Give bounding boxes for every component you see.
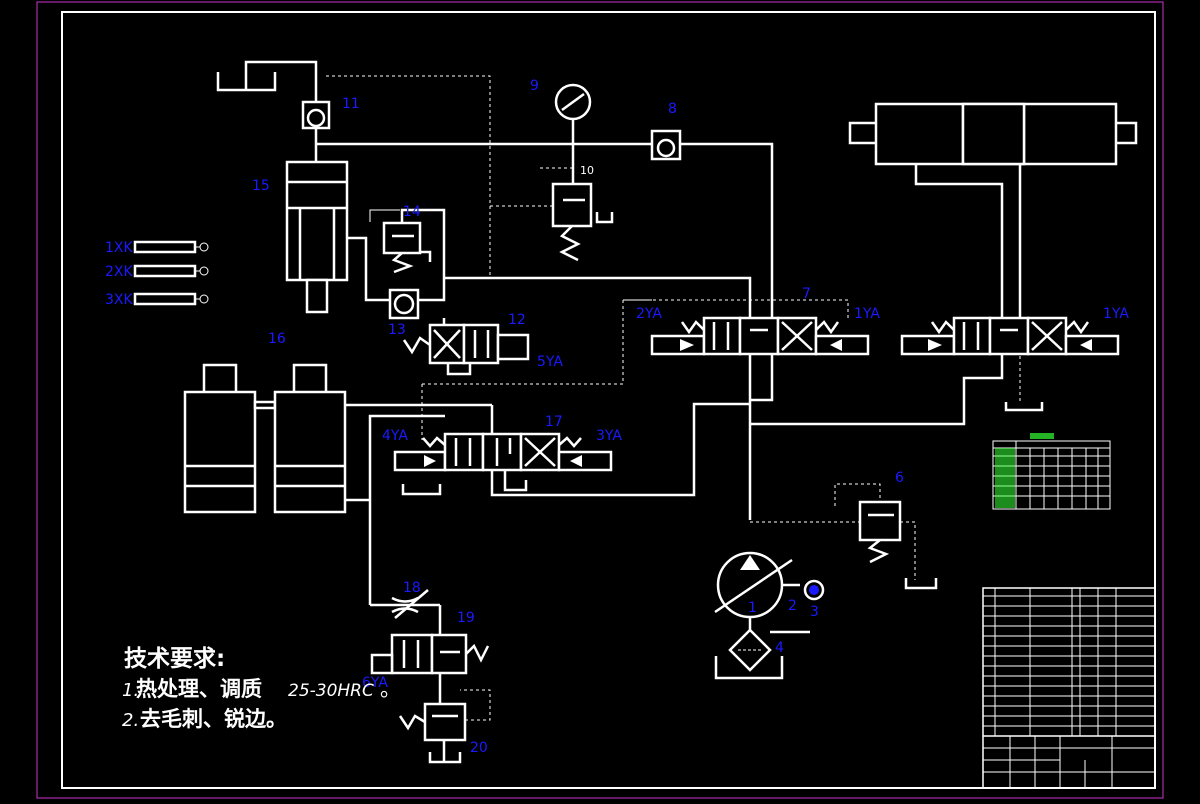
label-20: 20 (470, 740, 488, 756)
label-1: 1 (748, 600, 757, 616)
tech-title: 技术要求: (124, 646, 225, 672)
label-15: 15 (252, 178, 270, 194)
label-12: 12 (508, 312, 526, 328)
main-cylinder (848, 102, 1138, 318)
label-2: 2 (788, 598, 797, 614)
label-7: 7 (802, 286, 811, 302)
tank-return-11 (216, 60, 331, 162)
throttle-valve-18 (368, 500, 442, 635)
solenoid-4YA: 4YA (382, 428, 408, 444)
label-13: 13 (388, 322, 406, 338)
directional-valve-19 (370, 633, 490, 704)
tech-item1-num: 1. (122, 680, 139, 701)
label-11: 11 (342, 96, 360, 112)
directional-valve-12 (402, 318, 530, 376)
relief-valve-10 (551, 144, 614, 262)
label-18: 18 (403, 580, 421, 596)
tech-item2-num: 2. (122, 710, 139, 731)
limit-switch-3XK: 3XK (105, 292, 133, 308)
limit-switches (133, 240, 209, 306)
drawing-frame (61, 11, 1156, 789)
cylinder-15 (285, 160, 349, 314)
label-6: 6 (895, 470, 904, 486)
tech-item1-text: 热处理、调质 (136, 677, 262, 701)
label-19: 19 (457, 610, 475, 626)
solenoid-5YA: 5YA (537, 354, 563, 370)
solenoid-6YA: 6YA (362, 675, 388, 691)
solenoid-1YA-valve7: 1YA (854, 306, 880, 322)
filter-4 (714, 628, 810, 680)
pump-1 (714, 551, 825, 630)
parts-list-and-title-block (982, 587, 1156, 789)
sheet-border (36, 1, 1164, 799)
pressure-line-right (680, 142, 774, 402)
tech-item1-end: 。 (380, 677, 401, 701)
solenoid-3YA: 3YA (596, 428, 622, 444)
directional-valve-17 (368, 402, 750, 500)
sequence-valve-14 (347, 208, 446, 302)
label-16: 16 (268, 331, 286, 347)
solenoid-1YA-right: 1YA (1103, 306, 1129, 322)
relief-valve-6 (750, 483, 938, 590)
directional-valve-7 (650, 316, 870, 356)
limit-switch-2XK: 2XK (105, 264, 133, 280)
label-17: 17 (545, 414, 563, 430)
technical-requirements: 技术要求: 1. 热处理、调质 25-30HRC 。 2. 去毛刺、锐边。 (122, 646, 401, 731)
tech-item2-text: 去毛刺、锐边。 (140, 707, 287, 731)
limit-switch-1XK: 1XK (105, 240, 133, 256)
check-valve-13 (388, 288, 420, 320)
line-to-pump (444, 276, 752, 520)
solenoid-2YA: 2YA (636, 306, 662, 322)
label-4: 4 (775, 640, 784, 656)
tech-item1-spec: 25-30HRC (288, 681, 374, 701)
label-14: 14 (403, 204, 421, 220)
solenoid-action-table (992, 433, 1111, 510)
label-10: 10 (580, 164, 594, 177)
label-9: 9 (530, 78, 539, 94)
cylinders-16 (183, 363, 492, 514)
relief-valve-20 (398, 689, 491, 764)
check-valve-8 (650, 129, 682, 161)
label-8: 8 (668, 101, 677, 117)
label-3: 3 (810, 604, 819, 620)
pressure-gauge-9 (554, 83, 592, 144)
directional-valve-right (750, 316, 1120, 426)
